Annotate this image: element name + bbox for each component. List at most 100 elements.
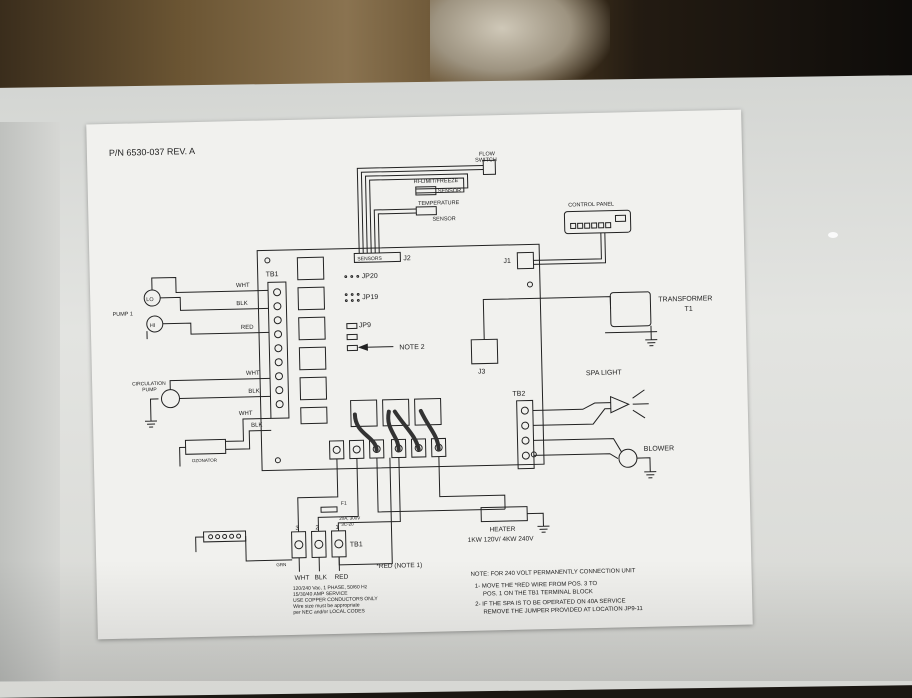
wiring-diagram-label: P/N 6530-037 REV. A FLOW SWITCH HI-LIMIT… [86, 110, 753, 640]
j2-label: J2 [403, 255, 411, 262]
pump1-blk-wire [160, 295, 268, 310]
spa-light-wire [533, 409, 611, 426]
control-panel-label: CONTROL PANEL [568, 202, 614, 209]
ozonator-wht-wire [225, 418, 271, 441]
service-leads [299, 557, 339, 572]
pump1-wht-wire [152, 275, 268, 293]
tb2-terminal-block [517, 400, 535, 468]
hilimit-label: HI-LIMIT/FREEZE [414, 178, 459, 185]
blower-wire [534, 438, 622, 454]
pump1-hi-label: HI [150, 323, 156, 329]
service-red-label: RED [335, 574, 349, 581]
control-panel-buttons [570, 215, 625, 228]
sensors-connector-label: SENSORS [357, 256, 382, 263]
spa-light-rays [632, 390, 649, 418]
tb1-screws [274, 289, 284, 408]
blower-ground [637, 458, 656, 478]
note-2: REMOVE THE JUMPER PROVIDED AT LOCATION J… [483, 606, 643, 616]
circ-blk-label: BLK [248, 389, 259, 395]
heater-wire [377, 455, 505, 512]
j3-label: J3 [478, 369, 486, 376]
tb2-label: TB2 [512, 391, 525, 398]
board-connectors [297, 257, 327, 424]
heater-wire [439, 455, 505, 510]
j3-connector [471, 339, 498, 364]
jp20-label: JP20 [362, 273, 378, 280]
jp9-jumper [347, 323, 357, 328]
j1-label: J1 [503, 258, 511, 265]
panel-scuff [828, 232, 838, 238]
control-panel-cable [533, 233, 602, 261]
circ-blk-wire [179, 396, 270, 398]
transformer-label: TRANSFORMER [658, 295, 712, 303]
spa-light-label: SPA LIGHT [586, 369, 623, 377]
note2-arrowhead [359, 344, 367, 350]
wiring-diagram: P/N 6530-037 REV. A FLOW SWITCH HI-LIMIT… [86, 110, 753, 640]
note2-label: NOTE 2 [399, 344, 425, 352]
heater-label: HEATER [489, 526, 515, 534]
pump1-label: PUMP 1 [113, 311, 134, 317]
temperature-label: SENSOR [432, 216, 455, 223]
heater-rating-label: 1KW 120V/ 4KW 240V [468, 535, 535, 544]
red-note-wire [337, 458, 392, 565]
control-board [257, 244, 544, 470]
flow-switch-label: SWITCH [475, 157, 497, 163]
service-tb1-label: TB1 [350, 541, 363, 548]
jumper [347, 334, 357, 339]
fuse [321, 507, 337, 512]
ground-bar-lead [196, 537, 204, 552]
service-blk-label: BLK [315, 574, 328, 581]
grn-wire [246, 535, 293, 561]
jp9-label: JP9 [359, 322, 371, 329]
transformer-t1-label: T1 [685, 306, 693, 313]
ozonator [185, 439, 225, 454]
red-note-label: *RED (NOTE 1) [376, 562, 422, 570]
heater-ground [527, 513, 549, 532]
tb1-label: TB1 [266, 271, 279, 278]
sensor-wire [374, 209, 417, 253]
hilimit-label: SENSOR [438, 188, 461, 195]
hilimit-sensor [416, 187, 436, 195]
pump1-red-label: RED [241, 325, 254, 331]
temperature-sensor [416, 207, 436, 215]
service-wht-label: WHT [295, 575, 310, 582]
thick-jumper-wires [355, 411, 439, 451]
board-mount-holes [265, 252, 537, 463]
pump1-blk-label: BLK [236, 301, 247, 307]
spa-light-wire [533, 403, 611, 411]
jumper-dots [345, 275, 359, 301]
circulation-pump-label: PUMP [142, 387, 157, 393]
circ-ground [144, 399, 159, 427]
service-spec: per NEC and/or LOCAL CODES [293, 608, 365, 616]
control-panel [564, 210, 630, 233]
part-number: P/N 6530-037 REV. A [109, 146, 195, 158]
pump1-lo-label: LO [146, 297, 154, 303]
ground-bar [204, 531, 246, 542]
ozonator-ground [180, 447, 186, 466]
grn-label: GRN [276, 562, 286, 567]
blower-motor [619, 449, 637, 467]
service-terminal-block [292, 531, 347, 558]
circulation-pump-motor [161, 389, 179, 407]
note-header: NOTE: FOR 240 VOLT PERMANENTLY CONNECTIO… [470, 568, 635, 578]
ozonator-blk-wire [225, 430, 271, 449]
circ-wht-label: WHT [246, 371, 260, 377]
board-bottom-terminals [329, 438, 445, 459]
j1-connector [517, 252, 533, 268]
transformer-base [605, 332, 657, 333]
jumper [347, 345, 357, 350]
pump1-wht-label: WHT [236, 283, 250, 289]
blower-wire [534, 454, 618, 461]
panel-edge [0, 122, 60, 682]
fuse-rating-label: 3C-20 [341, 522, 354, 527]
transformer [610, 292, 651, 327]
ozonator-wht-label: WHT [239, 411, 253, 417]
ground-symbol [645, 326, 657, 346]
ozonator-label: OZONATOR [192, 458, 218, 464]
fuse-ref-label: F1 [341, 501, 347, 507]
temperature-label: TEMPERATURE [418, 200, 460, 207]
fuse-rating-label: 20A, 300V [339, 515, 360, 520]
ozonator-blk-label: BLK [251, 423, 262, 429]
blower-label: BLOWER [644, 445, 674, 453]
ground-bar-screws [209, 534, 241, 539]
